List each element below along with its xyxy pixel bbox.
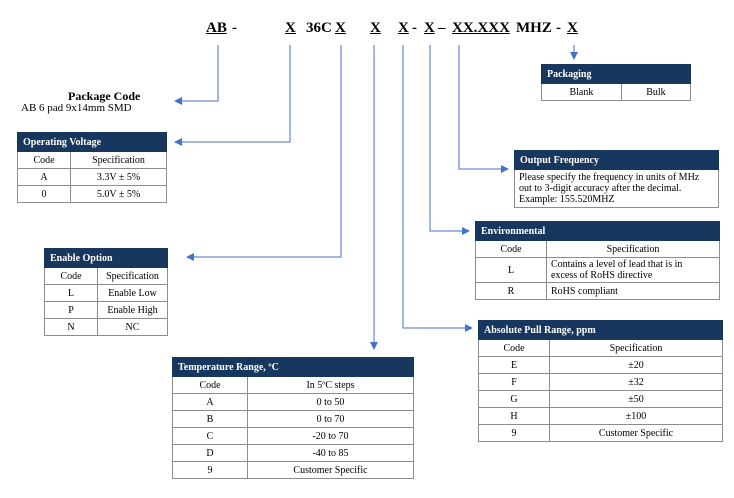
package-code-desc: AB 6 pad 9x14mm SMD (21, 102, 132, 114)
environmental-title: Environmental (475, 221, 720, 241)
voltage-spec: 3.3V ± 5% (70, 168, 167, 186)
temperature-code: D (172, 444, 248, 462)
output-frequency-table: Output Frequency Please specify the freq… (514, 150, 719, 208)
enable-code: N (44, 318, 98, 336)
packaging-value: Bulk (620, 83, 692, 101)
pn-temperature-code: X (370, 20, 381, 36)
arrow-output-frequency (458, 45, 509, 173)
temperature-code: 9 (172, 461, 248, 479)
pn-package-code: AB (206, 20, 227, 36)
arrow-operating-voltage (174, 45, 291, 146)
temperature-code: B (172, 410, 248, 428)
pn-dash: - (412, 20, 417, 36)
temperature-code: C (172, 427, 248, 445)
column-header: Code (478, 339, 550, 357)
column-header: Code (172, 376, 248, 394)
column-header: Specification (70, 151, 167, 169)
column-header: Code (17, 151, 71, 169)
pn-dash: - (556, 20, 561, 36)
arrow-package-code (174, 45, 219, 105)
voltage-spec: 5.0V ± 5% (70, 185, 167, 203)
output-frequency-line: Please specify the frequency in units of… (519, 172, 700, 183)
pn-dash: – (438, 20, 446, 36)
operating-voltage-table: Operating Voltage Code Specification A 3… (17, 132, 167, 203)
enable-code: L (44, 284, 98, 302)
pn-fixed-code: 36C (306, 20, 332, 36)
enable-option-table: Enable Option Code Specification L Enabl… (44, 248, 168, 336)
pn-dash: - (232, 20, 237, 36)
pull-spec: ±100 (549, 407, 723, 425)
environmental-spec: RoHS compliant (546, 282, 720, 300)
pull-spec: ±32 (549, 373, 723, 391)
pull-spec: Customer Specific (549, 424, 723, 442)
column-header: Specification (549, 339, 723, 357)
arrow-environmental (429, 45, 470, 235)
arrow-pull-range (402, 45, 473, 332)
pull-code: F (478, 373, 550, 391)
enable-spec: Enable Low (97, 284, 168, 302)
pull-range-table: Absolute Pull Range, ppm Code Specificat… (478, 320, 723, 442)
output-frequency-title: Output Frequency (514, 150, 719, 170)
temperature-range-table: Temperature Range, ºC Code In 5ºC steps … (172, 357, 414, 479)
temperature-code: A (172, 393, 248, 411)
packaging-table: Packaging Blank Bulk (541, 64, 692, 101)
environmental-code: R (475, 282, 547, 300)
pull-code: G (478, 390, 550, 408)
temperature-spec: -20 to 70 (247, 427, 414, 445)
enable-spec: NC (97, 318, 168, 336)
column-header: In 5ºC steps (247, 376, 414, 394)
environmental-code: L (475, 257, 547, 283)
column-header: Code (475, 240, 547, 258)
pn-voltage-code: X (285, 20, 296, 36)
environmental-spec-line: excess of RoHS directive (551, 270, 653, 281)
column-header: Specification (97, 267, 168, 285)
pn-pull-range-code: X (398, 20, 409, 36)
output-frequency-text: Please specify the frequency in units of… (514, 169, 719, 208)
pull-code: H (478, 407, 550, 425)
pull-code: 9 (478, 424, 550, 442)
output-frequency-line: Example: 155.520MHZ (519, 194, 615, 205)
pn-frequency: XX.XXX (452, 20, 510, 36)
pull-code: E (478, 356, 550, 374)
pull-spec: ±50 (549, 390, 723, 408)
temperature-spec: 0 to 50 (247, 393, 414, 411)
enable-code: P (44, 301, 98, 319)
temperature-spec: Customer Specific (247, 461, 414, 479)
column-header: Specification (546, 240, 720, 258)
pn-packaging-code: X (567, 20, 578, 36)
enable-option-title: Enable Option (44, 248, 168, 268)
voltage-code: A (17, 168, 71, 186)
packaging-title: Packaging (541, 64, 691, 84)
temperature-spec: 0 to 70 (247, 410, 414, 428)
pn-enable-code: X (335, 20, 346, 36)
operating-voltage-title: Operating Voltage (17, 132, 167, 152)
pn-environmental-code: X (424, 20, 435, 36)
packaging-value: Blank (541, 83, 622, 101)
voltage-code: 0 (17, 185, 71, 203)
pull-range-title: Absolute Pull Range, ppm (478, 320, 723, 340)
arrow-enable-option (186, 45, 342, 261)
pull-spec: ±20 (549, 356, 723, 374)
package-code-title: Package Code (68, 89, 141, 103)
temperature-spec: -40 to 85 (247, 444, 414, 462)
column-header: Code (44, 267, 98, 285)
environmental-table: Environmental Code Specification L Conta… (475, 221, 720, 300)
environmental-spec: Contains a level of lead that is in exce… (546, 257, 720, 283)
environmental-spec-line: Contains a level of lead that is in (551, 259, 683, 270)
temperature-range-title: Temperature Range, ºC (172, 357, 414, 377)
output-frequency-line: out to 3-digit accuracy after the decima… (519, 183, 682, 194)
enable-spec: Enable High (97, 301, 168, 319)
pn-mhz: MHZ (516, 20, 552, 36)
